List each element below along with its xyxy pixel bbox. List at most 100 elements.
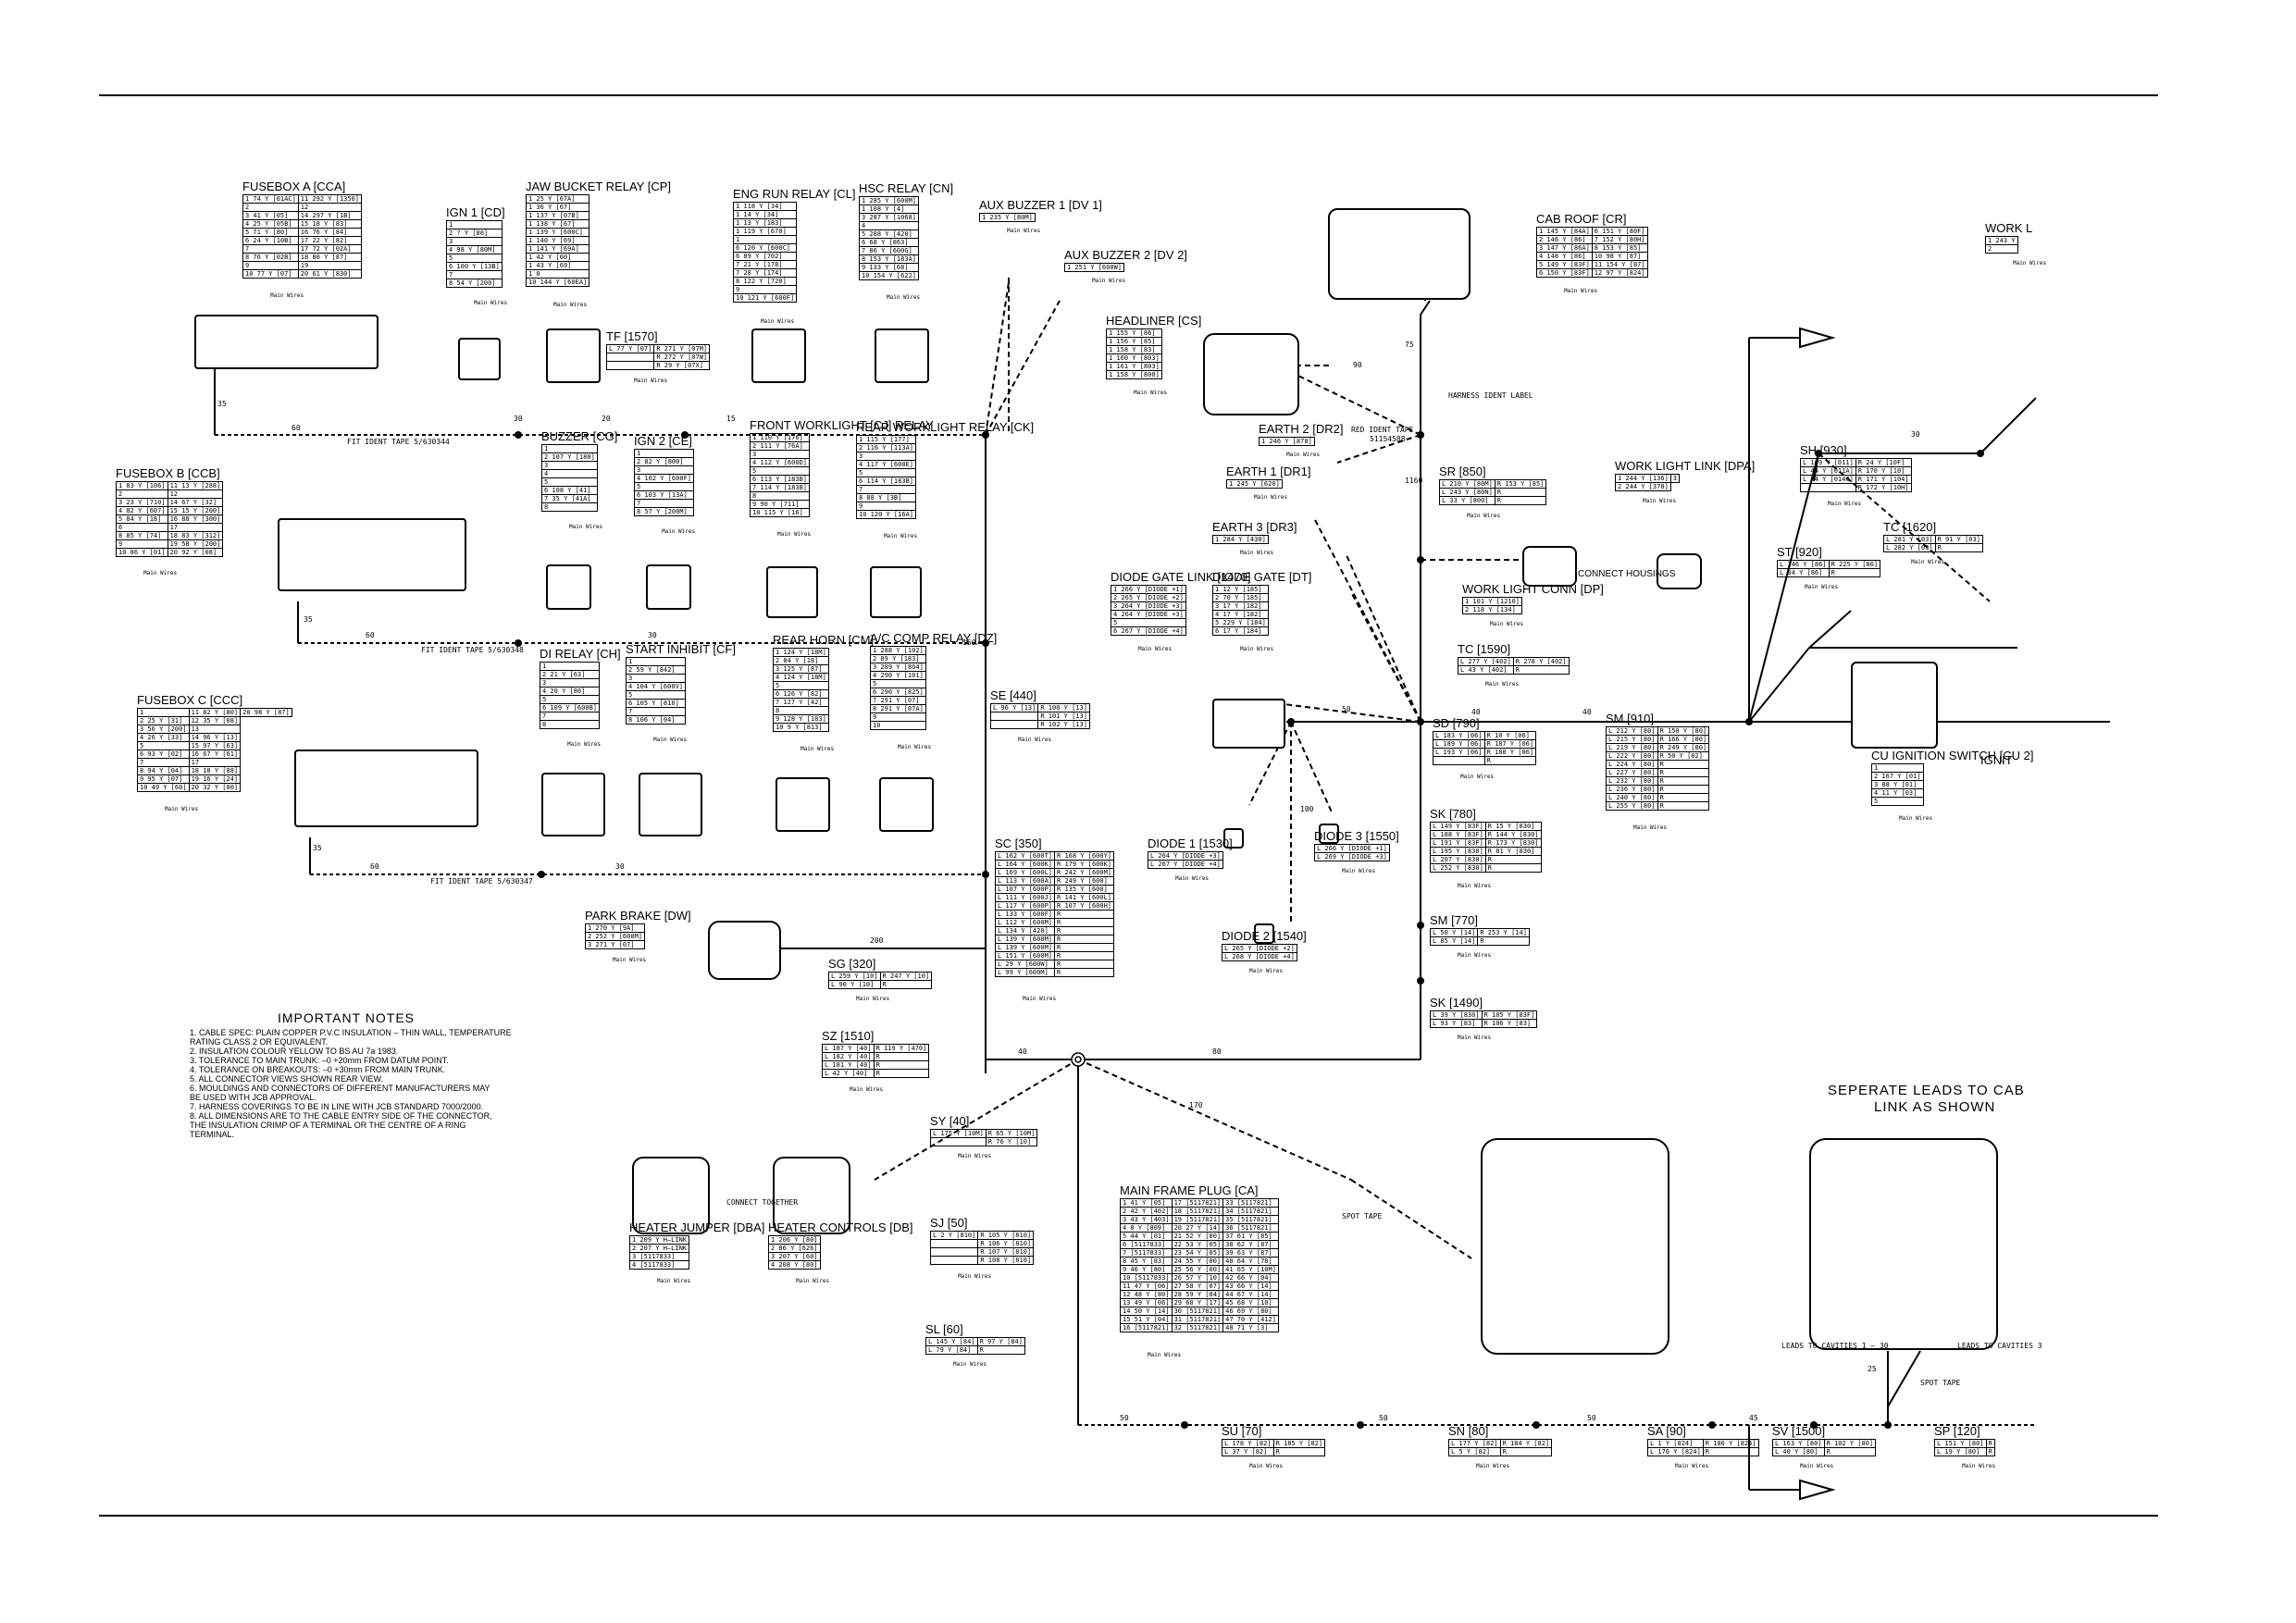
wiring-table-sv: L 163 Y [80]R 102 Y [80]L 40 Y [80]R — [1772, 1439, 1877, 1456]
table-cell: 1 110 Y [176] — [749, 433, 811, 442]
main-wires-note: Main Wires — [1249, 1463, 1284, 1469]
table-cell: 1 36 Y [67] — [525, 203, 590, 212]
table-cell: R — [1054, 960, 1115, 969]
table-row: 4 112 Y [600D] — [749, 458, 811, 467]
table-cell: L 224 Y [80] — [1606, 760, 1658, 769]
component-title-sn: SN [80] — [1448, 1424, 1489, 1438]
table-cell: R — [873, 1060, 930, 1070]
table-row: 3 289 Y [804] — [870, 663, 926, 672]
table-cell: L 162 Y [600T] — [994, 851, 1056, 861]
table-row: 1 118 Y [34] — [732, 202, 798, 211]
wiring-table-earth2: 1 246 Y [878] — [1259, 437, 1315, 446]
table-cell: 2 84 Y [18] — [773, 656, 829, 665]
table-row: 1 — [539, 662, 601, 671]
table-row: 1 42 Y [60] — [525, 253, 590, 262]
table-row: L 85 Y [14]R — [1429, 936, 1530, 946]
wiring-table-sn: L 177 Y [82]R 184 Y [82]L 5 Y [82]R — [1448, 1439, 1553, 1456]
red-ident-tape-label: RED IDENT TAPE — [1351, 426, 1414, 434]
wiring-table-headliner: 1 155 Y [86]1 156 Y [85]1 158 Y [83]1 16… — [1106, 328, 1162, 379]
component-title-wlconn: WORK LIGHT CONN [DP] — [1462, 582, 1604, 596]
table-cell: R 97 Y [84] — [976, 1337, 1025, 1346]
mainframe-connector-b — [1809, 1138, 1998, 1350]
dim-label: 50 — [1379, 1414, 1388, 1422]
table-row: L 169 Y [600L]R 242 Y [600M] — [994, 868, 1115, 877]
main-wires-note: Main Wires — [634, 378, 668, 384]
table-cell: 6 114 Y [183B] — [855, 477, 917, 486]
table-cell: 9 — [870, 712, 926, 722]
table-cell: 1 — [633, 449, 695, 458]
table-cell: 3 125 Y [87] — [773, 664, 829, 674]
table-cell: R 247 Y [10] — [879, 972, 933, 981]
table-cell: R 166 Y [80] — [1657, 735, 1710, 744]
component-title-heatercontrols: HEATER CONTROLS [DB] — [768, 1220, 913, 1234]
dim-label: 60 — [366, 631, 375, 639]
component-title-diode1: DIODE 1 [1530] — [1148, 836, 1233, 850]
dim-label: 150 — [962, 638, 976, 647]
table-cell: 2 244 Y [378] — [1615, 482, 1671, 491]
wiring-table-diode3: L 266 Y [DIODE +1]L 269 Y [DIODE +3] — [1314, 844, 1390, 861]
table-cell: L 169 Y [600L] — [994, 868, 1056, 877]
table-cell: 6 120 Y [600C] — [732, 243, 798, 253]
table-row: L 252 Y [830]R — [1430, 863, 1542, 873]
table-cell: 1 — [625, 657, 687, 666]
table-cell: 19 58 Y [200] — [167, 539, 224, 549]
table-row: 1 12 Y [185] — [1212, 585, 1269, 594]
wiring-table-st: L 146 Y [86]R 225 Y [86]L 34 Y [86]R — [1777, 560, 1881, 577]
table-cell: R 173 Y [830] — [1484, 838, 1542, 848]
table-row: 5 — [870, 679, 926, 688]
table-cell: L 177 Y [82] — [1448, 1439, 1501, 1448]
table-row: 5 — [1111, 618, 1186, 627]
table-cell: 6 105 Y [810] — [625, 699, 687, 708]
table-row: 10 115 Y [16] — [749, 508, 811, 517]
table-row: 1 246 Y [878] — [1259, 437, 1315, 446]
main-wires-note: Main Wires — [1240, 646, 1274, 652]
note-line: RATING CLASS 2 OR EQUIVALENT. — [190, 1037, 329, 1047]
table-cell: R 29 Y [07X] — [653, 361, 711, 370]
table-row: 3 — [541, 461, 598, 470]
table-row: 1 137 Y [07B] — [525, 211, 590, 220]
rearhorn-connector — [776, 777, 830, 832]
table-cell: 22 53 Y [05] — [1171, 1240, 1224, 1249]
table-row: 2 252 Y [600M] — [584, 932, 646, 941]
component-title-sk1490: SK [1490] — [1430, 996, 1483, 1010]
table-cell: R 253 Y [14] — [1477, 928, 1530, 937]
table-cell: 2 — [1985, 244, 2018, 254]
table-cell: 10 — [870, 721, 926, 730]
wiring-table-sh: L 169 Y [011]R 24 Y [10F]L 44 Y [011A]R … — [1800, 458, 1912, 492]
table-cell: R — [976, 1345, 1025, 1355]
table-row: 6 100 Y [13B] — [446, 262, 503, 271]
table-row: 2 42 Y [402]18 [5117821]34 [5117821] — [1120, 1207, 1279, 1216]
table-cell: 23 54 Y [05] — [1171, 1248, 1224, 1258]
table-row: 9 — [855, 502, 917, 511]
table-cell: R 186 Y [824] — [1702, 1439, 1759, 1448]
table-cell: 1 246 Y [878] — [1259, 437, 1315, 446]
table-cell: L 266 Y [DIODE +1] — [1314, 844, 1390, 853]
table-cell: 6 89 Y [702] — [732, 252, 798, 261]
table-row: 7 — [446, 270, 503, 279]
table-cell: 39 63 Y [87] — [1222, 1248, 1279, 1258]
table-row: L 282 Y [03]R — [1883, 543, 1983, 552]
table-row: 2 111 Y [76A] — [749, 441, 811, 451]
table-cell: 9 90 Y [711] — [749, 500, 811, 509]
table-cell: 18 83 Y [312] — [167, 531, 224, 540]
table-cell: 7 — [446, 270, 503, 279]
table-row: 7 21 Y [178] — [732, 260, 798, 269]
main-wires-note: Main Wires — [887, 294, 921, 301]
table-row: 3 41 Y [05]14 297 Y [1B] — [242, 211, 363, 220]
main-wires-note: Main Wires — [1023, 996, 1057, 1002]
main-wires-note: Main Wires — [1911, 559, 1945, 565]
component-title-su: SU [70] — [1222, 1424, 1262, 1438]
table-row: 6 290 Y [825] — [870, 688, 926, 697]
table-cell — [1800, 483, 1856, 492]
table-row: 1 160 Y [803] — [1106, 353, 1162, 363]
table-row: 8 106 Y [04] — [625, 715, 687, 725]
wiring-table-hsc: 1 285 Y [600M]1 108 Y [4]3 287 Y [1068]4… — [858, 196, 920, 280]
startinh-connector — [639, 773, 702, 836]
table-cell: R 170 Y [10] — [1855, 466, 1912, 476]
parkbrake-connector — [708, 921, 781, 980]
table-row: 1 145 Y [84A]6 151 Y [80F] — [1536, 227, 1648, 236]
table-row: L 265 Y [DIODE +2] — [1222, 944, 1297, 953]
table-cell: 3 — [446, 237, 503, 246]
